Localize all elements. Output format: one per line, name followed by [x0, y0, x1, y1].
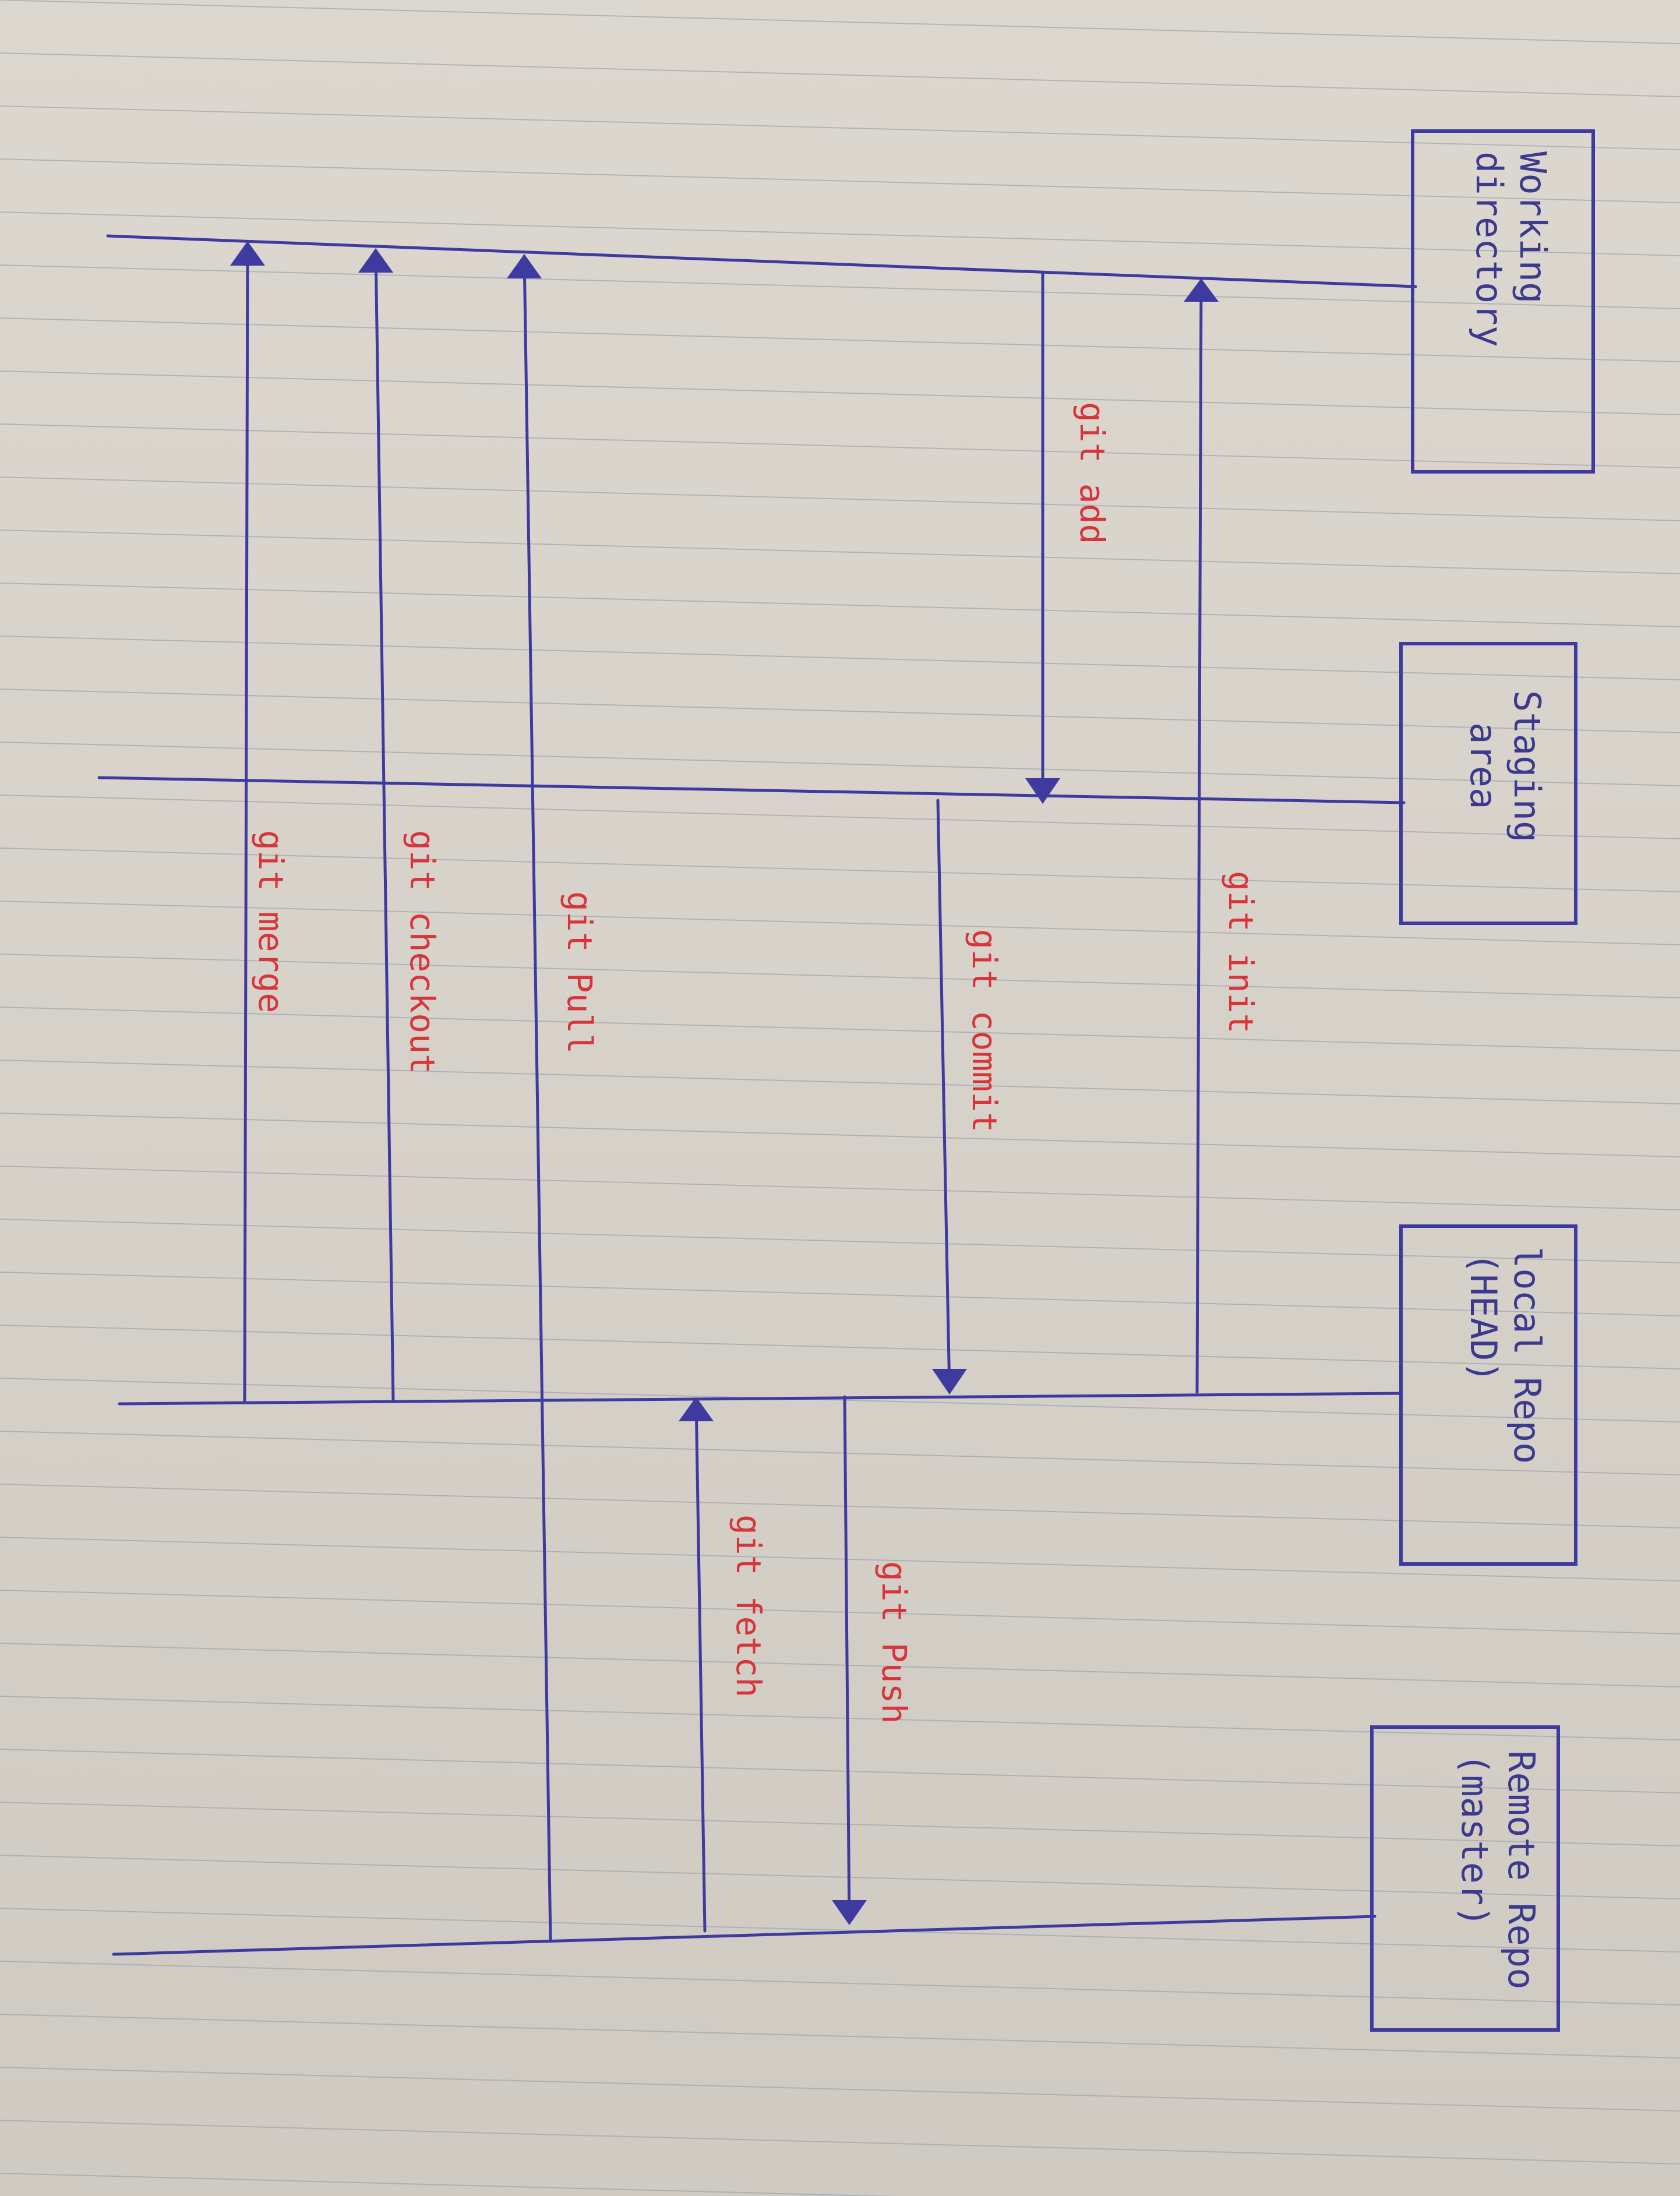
command-label: git fetch — [729, 1514, 768, 1697]
node-working-directory: Working directory — [1411, 129, 1595, 474]
ruled-line — [0, 1855, 1680, 1900]
ruled-line — [0, 2014, 1680, 2059]
arrow-line — [936, 799, 951, 1394]
arrow-line — [243, 242, 249, 1403]
arrowhead-up — [1184, 278, 1219, 302]
lifeline-staging-area — [97, 776, 1406, 804]
command-label: git Pull — [560, 891, 599, 1054]
ruled-line — [0, 52, 1680, 97]
ruled-line — [0, 1696, 1680, 1740]
node-local-repo: local Repo (HEAD) — [1399, 1224, 1577, 1566]
ruled-line — [0, 211, 1680, 256]
node-box — [1411, 129, 1595, 474]
command-label: git init — [1221, 871, 1261, 1033]
arrowhead-up — [358, 248, 393, 273]
ruled-line — [0, 370, 1680, 415]
ruled-line — [0, 264, 1680, 309]
ruled-line — [0, 1908, 1680, 1953]
ruled-line — [0, 1166, 1680, 1210]
node-label-line: area — [1462, 722, 1505, 809]
ruled-line — [0, 0, 1680, 44]
ruled-line — [0, 582, 1680, 627]
node-label-line: (HEAD) — [1462, 1252, 1505, 1383]
node-label-line: directory — [1468, 151, 1510, 347]
arrow-line — [1195, 277, 1203, 1394]
lifeline-local-repo — [118, 1392, 1403, 1406]
ruled-line — [0, 1060, 1680, 1104]
command-label: git commit — [965, 929, 1004, 1132]
ruled-line — [0, 1007, 1680, 1051]
ruled-line — [0, 1802, 1680, 1847]
node-label-line: local Repo — [1506, 1247, 1548, 1464]
arrowhead-up — [679, 1397, 714, 1421]
ruled-line — [0, 2067, 1680, 2112]
ruled-line — [0, 1590, 1680, 1634]
lifeline-working-directory — [106, 234, 1417, 288]
ruled-line — [0, 1961, 1680, 2006]
command-git-init: git init — [1184, 277, 1261, 1394]
command-label: git add — [1072, 402, 1112, 544]
ruled-line — [0, 1537, 1680, 1581]
command-git-checkout: git checkout — [358, 248, 442, 1403]
lifeline-remote-repo — [112, 1915, 1377, 1956]
ruled-line — [0, 2120, 1680, 2165]
arrow-line — [843, 1395, 851, 1924]
ruled-line — [0, 2173, 897, 2196]
command-label: git Push — [874, 1561, 914, 1724]
arrowhead-up — [507, 254, 542, 278]
arrow-line — [523, 255, 552, 1941]
ruled-line — [0, 901, 1680, 945]
ruled-line — [0, 954, 1680, 998]
arrowhead-up — [230, 241, 265, 266]
ruled-line — [0, 105, 1680, 150]
node-label-line: Staging — [1506, 690, 1548, 842]
command-git-merge: git merge — [230, 241, 291, 1403]
ruled-line — [0, 476, 1680, 521]
arrowhead-down — [832, 1900, 867, 1925]
node-box — [1399, 1224, 1577, 1566]
node-box — [1370, 1725, 1560, 2032]
node-remote-repo: Remote Repo (master) — [1370, 1725, 1560, 2032]
ruled-line — [0, 423, 1680, 468]
command-git-add: git add — [1025, 271, 1112, 804]
node-label-line: Remote Repo — [1500, 1750, 1543, 1990]
node-box — [1399, 642, 1577, 925]
ruled-line — [0, 1749, 1680, 1793]
ruled-line — [0, 158, 1680, 203]
ruled-line — [0, 317, 1680, 362]
node-label-line: Working — [1512, 151, 1554, 303]
arrow-line — [694, 1397, 707, 1933]
node-label-line: (master) — [1453, 1753, 1496, 1927]
ruled-line — [0, 529, 1680, 574]
command-label: git checkout — [403, 830, 442, 1074]
ruled-line — [0, 1113, 1680, 1157]
arrowhead-down — [1025, 778, 1060, 804]
command-label: git merge — [251, 830, 291, 1013]
command-git-push: git Push — [832, 1395, 914, 1925]
command-git-commit: git commit — [932, 799, 1004, 1394]
command-git-fetch: git fetch — [679, 1397, 768, 1933]
ruled-line — [0, 1643, 1680, 1687]
node-staging-area: Staging area — [1399, 642, 1577, 925]
command-git-pull: git Pull — [507, 254, 599, 1941]
arrowhead-down — [932, 1369, 967, 1394]
arrow-line — [374, 249, 395, 1403]
